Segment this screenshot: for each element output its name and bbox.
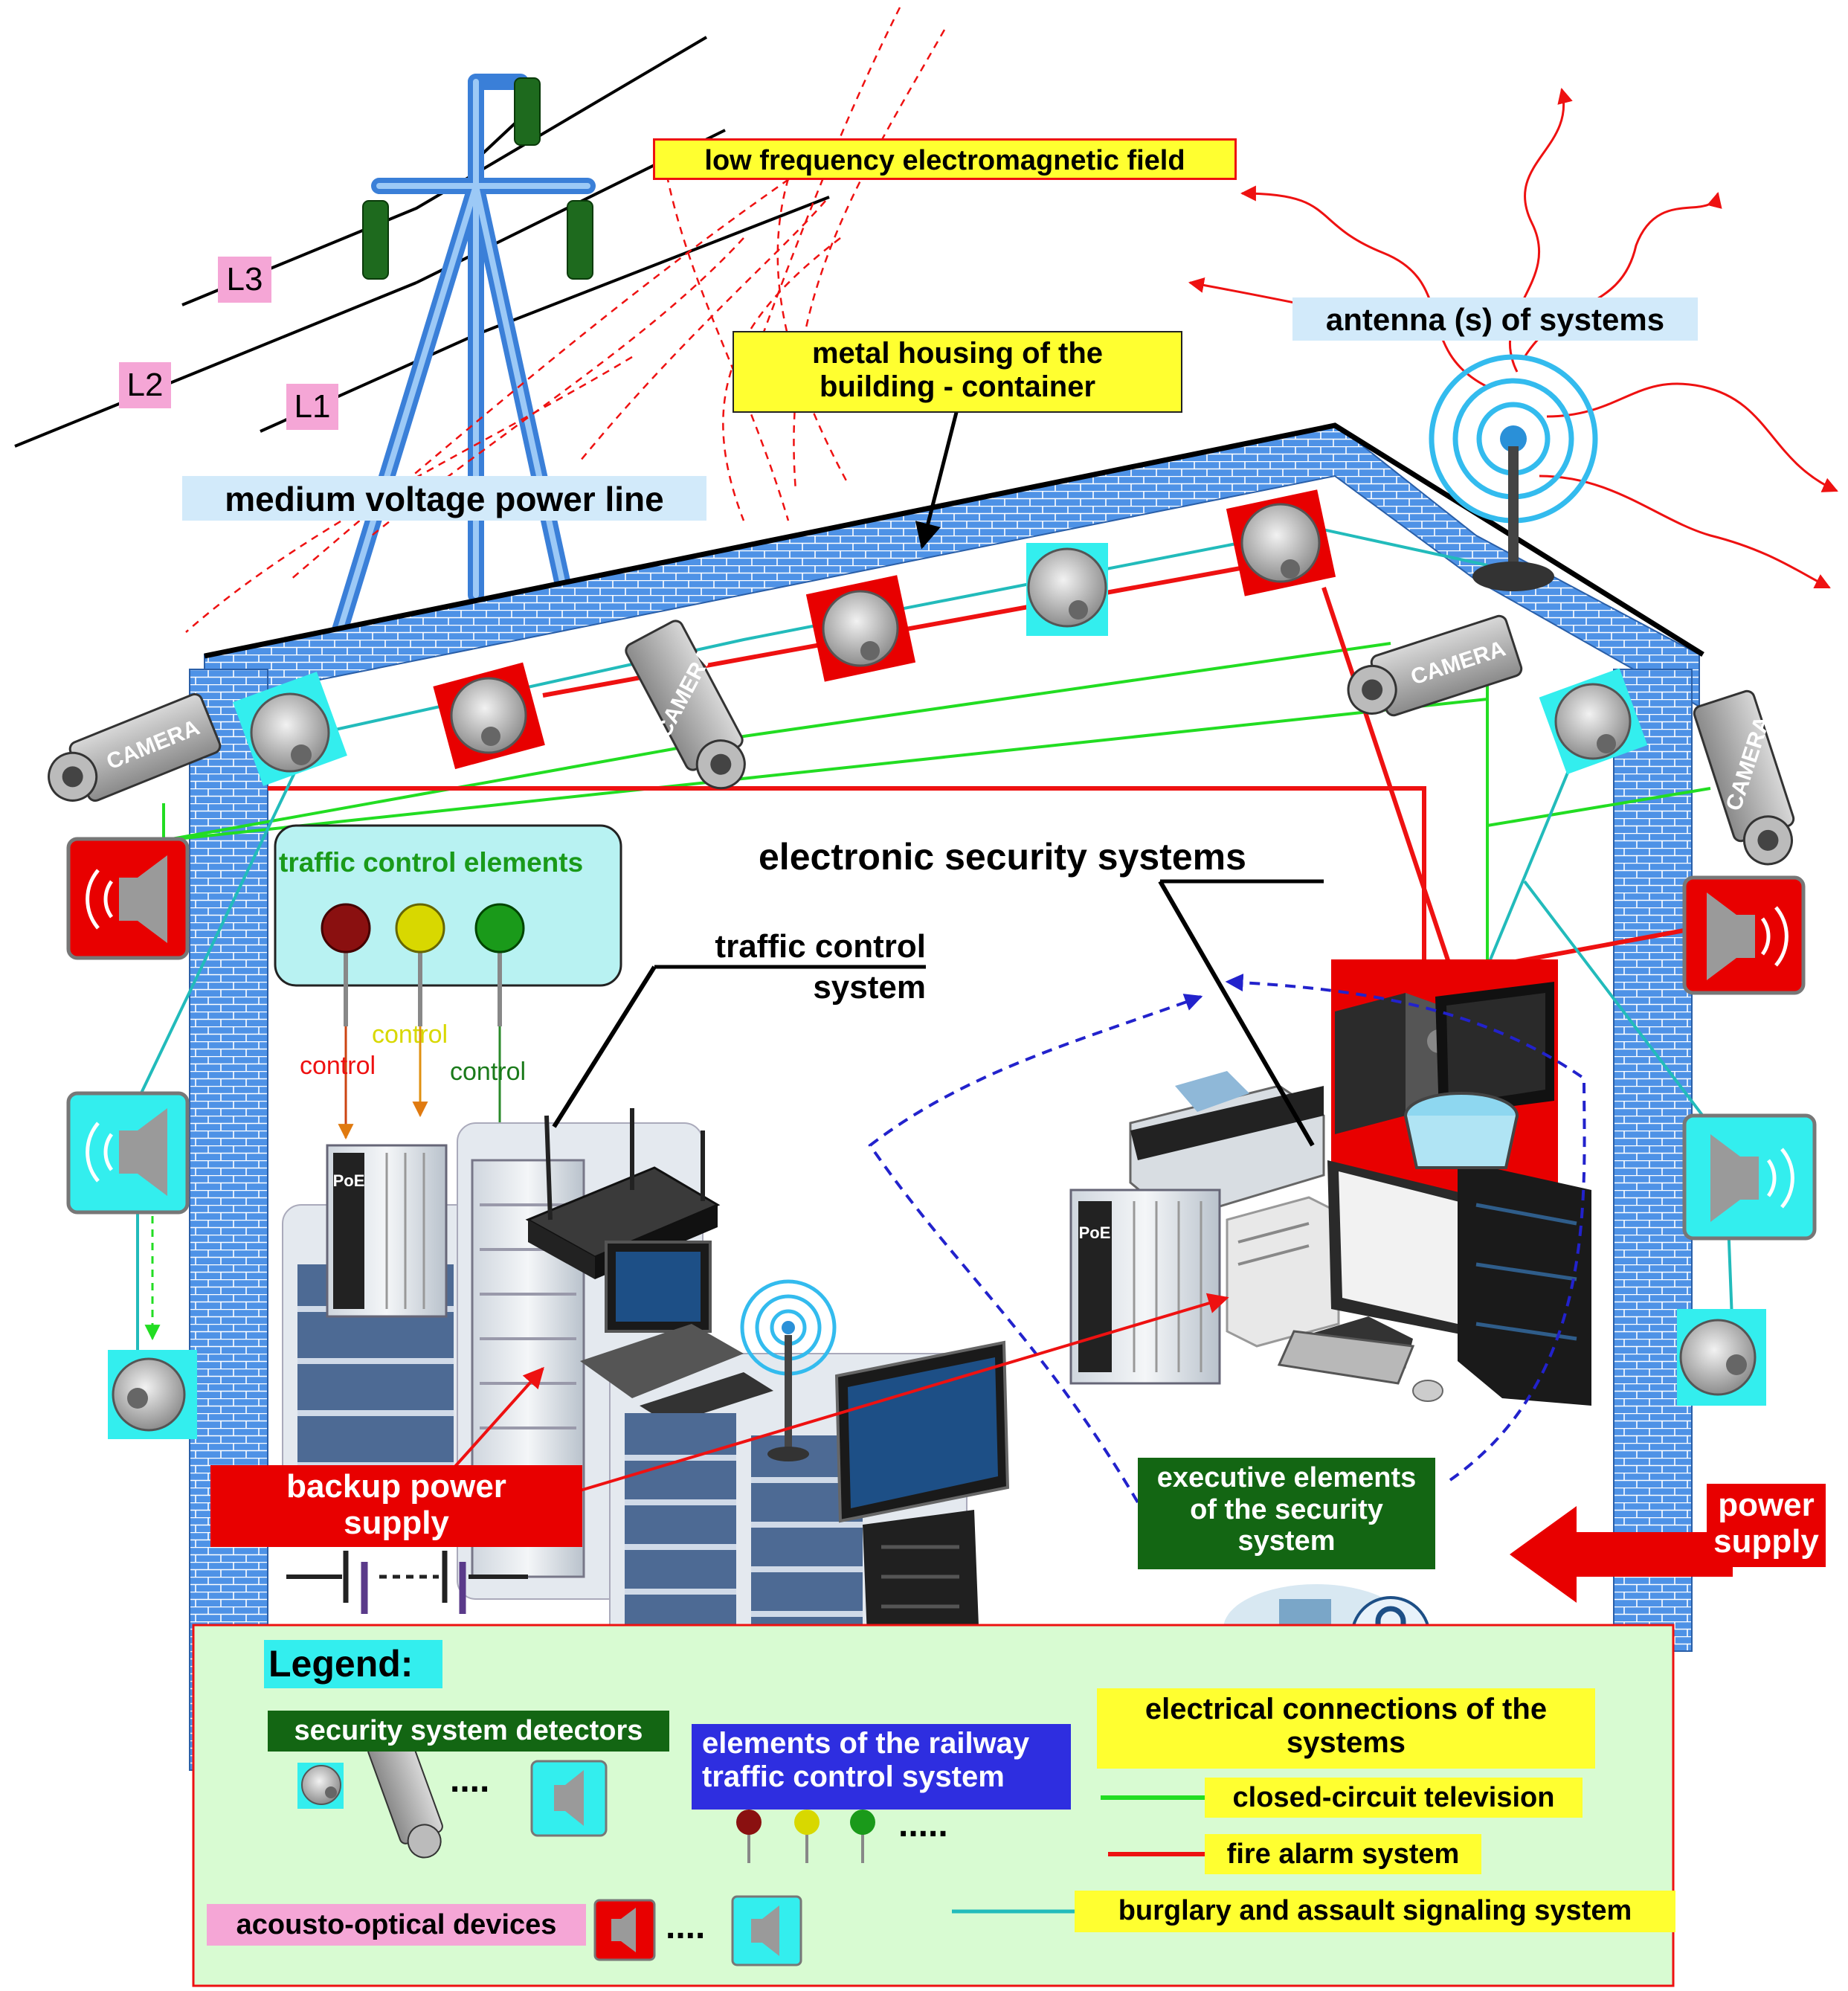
insulator-icon bbox=[514, 77, 541, 146]
antenna-label: antenna (s) of systems bbox=[1292, 297, 1698, 341]
monitor-icon bbox=[1294, 1160, 1484, 1368]
l3-label: L3 bbox=[218, 257, 271, 303]
l2-label: L2 bbox=[119, 362, 171, 408]
dome-camera-icon bbox=[233, 672, 347, 786]
executive-elements-label: executive elements of the security syste… bbox=[1138, 1458, 1435, 1569]
mv-line-label: medium voltage power line bbox=[182, 476, 706, 521]
legend-dots-railway: ..... bbox=[898, 1805, 948, 1844]
traffic-control-elements-box bbox=[274, 824, 622, 1026]
legend-connections-label: electrical connections of the systems bbox=[1097, 1688, 1595, 1769]
signal-red-icon bbox=[321, 903, 371, 1026]
siren-icon bbox=[66, 837, 190, 960]
server-rack-icon bbox=[625, 1413, 736, 1636]
security-equipment: PoE bbox=[1069, 959, 1591, 1406]
legend-dots: .... bbox=[450, 1760, 490, 1800]
legend-fire-label: fire alarm system bbox=[1205, 1834, 1481, 1874]
siren-icon bbox=[1682, 1113, 1817, 1241]
keyboard-icon bbox=[1277, 1330, 1443, 1402]
tc-system-label: traffic control system bbox=[715, 928, 926, 1006]
power-supply-label: power supply bbox=[1707, 1484, 1826, 1567]
legend-siren-icons bbox=[593, 1895, 802, 1966]
battery-icon bbox=[286, 1551, 528, 1614]
ess-label: electronic security systems bbox=[759, 836, 1246, 878]
dome-camera-icon bbox=[433, 662, 545, 770]
signal-green-icon bbox=[474, 903, 525, 1026]
box-camera-icon bbox=[48, 692, 222, 802]
ceiling-devices bbox=[48, 489, 1795, 866]
legend-dots-sirens: .... bbox=[666, 1907, 706, 1946]
control-green-label: control bbox=[450, 1058, 527, 1086]
legend-acousto-label: acousto-optical devices bbox=[207, 1904, 586, 1946]
traffic-control-equipment: PoE bbox=[282, 1108, 1010, 1711]
security-perimeter bbox=[868, 974, 1586, 1504]
control-red-label: control bbox=[300, 1052, 376, 1080]
poe-label: PoE bbox=[333, 1171, 365, 1190]
poe-switch-icon: PoE bbox=[326, 1144, 448, 1318]
dome-camera-icon bbox=[1539, 668, 1648, 775]
power-arrow-icon bbox=[1510, 1506, 1733, 1603]
metal-housing-label: metal housing of the building - containe… bbox=[733, 331, 1182, 413]
dome-camera-icon bbox=[1026, 543, 1108, 636]
desktop-tower-icon bbox=[1226, 1196, 1340, 1348]
siren-icon bbox=[530, 1760, 608, 1837]
l1-label: L1 bbox=[286, 384, 338, 430]
legend-detectors-label: security system detectors bbox=[268, 1711, 669, 1752]
legend-lines bbox=[952, 1795, 1212, 1914]
dome-camera-icon bbox=[1677, 1309, 1766, 1406]
legend-railway-label: elements of the railway traffic control … bbox=[692, 1724, 1071, 1810]
siren-icon bbox=[1682, 875, 1806, 995]
poe-label: PoE bbox=[1079, 1223, 1111, 1242]
legend-signal-icons bbox=[736, 1810, 875, 1863]
legend-burglary-label: burglary and assault signaling system bbox=[1075, 1891, 1675, 1932]
workstation-icon bbox=[580, 1241, 773, 1424]
monitor-icon bbox=[834, 1340, 1010, 1523]
legend-cctv-label: closed-circuit television bbox=[1205, 1778, 1583, 1818]
power-line bbox=[14, 36, 830, 655]
box-camera-icon bbox=[1693, 689, 1795, 866]
backup-power-label: backup power supply bbox=[210, 1465, 582, 1547]
server-cabinet-icon bbox=[1404, 1092, 1591, 1406]
wireless-access-point-icon bbox=[740, 1279, 837, 1461]
dome-camera-icon bbox=[1226, 489, 1336, 596]
power-tower bbox=[326, 74, 596, 655]
dome-camera-icon bbox=[108, 1350, 197, 1439]
signal-yellow-icon bbox=[395, 903, 445, 1026]
dome-camera-icon bbox=[805, 575, 916, 682]
siren-icon bbox=[66, 1091, 190, 1215]
legend-title: Legend: bbox=[264, 1640, 442, 1688]
antenna-icon bbox=[1429, 354, 1598, 591]
box-camera-icon bbox=[625, 620, 746, 790]
insulator-icon bbox=[567, 200, 593, 280]
control-yellow-label: control bbox=[372, 1020, 448, 1049]
monitor-icon bbox=[1435, 982, 1554, 1116]
lfem-label: low frequency electromagnetic field bbox=[653, 138, 1237, 180]
insulator-icon bbox=[362, 200, 389, 280]
box-camera-icon bbox=[1347, 614, 1523, 717]
box-camera-icon bbox=[367, 1733, 443, 1859]
printer-icon bbox=[1129, 1071, 1325, 1221]
legend-detector-icons bbox=[297, 1733, 608, 1859]
poe-switch-icon: PoE bbox=[1069, 1189, 1221, 1385]
tc-elements-label: traffic control elements bbox=[279, 847, 584, 878]
